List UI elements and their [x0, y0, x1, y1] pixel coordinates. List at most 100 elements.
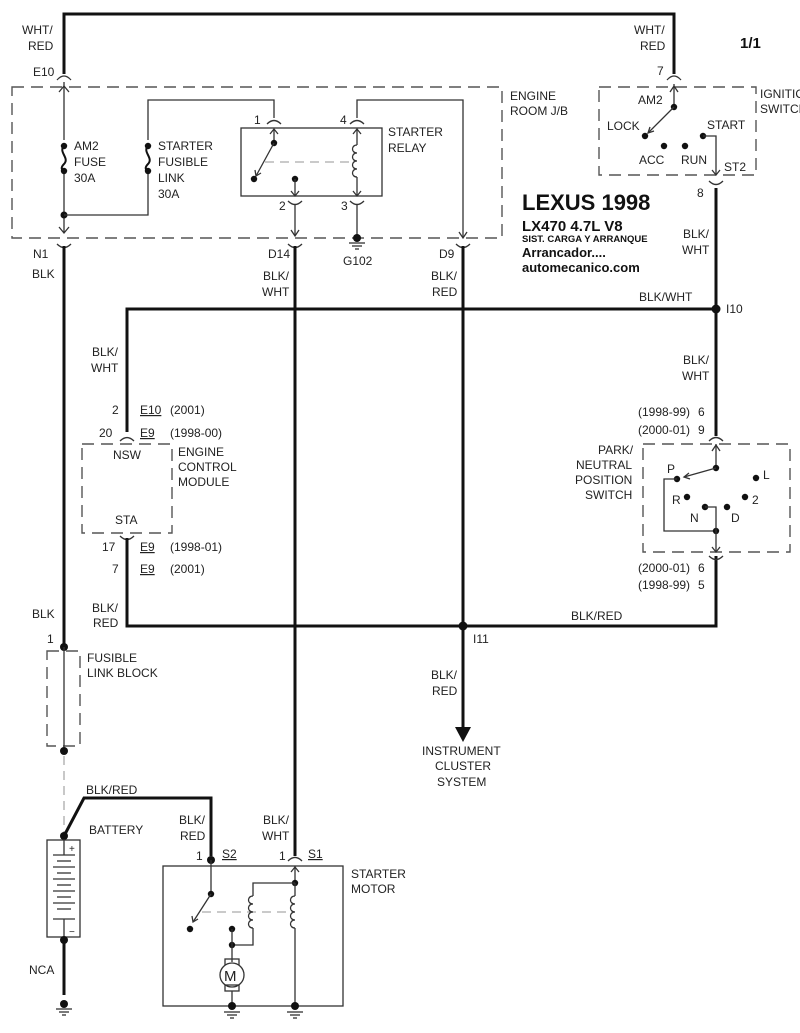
pnp-pin-6-a: 6 — [698, 405, 705, 419]
pnp-pos-d: D — [731, 511, 740, 525]
arrow-down-icon — [455, 727, 471, 742]
starter-relay — [240, 99, 468, 240]
wire-label-blk-wht-d14-2: WHT — [262, 285, 290, 299]
fusible-link-block-label-2: LINK BLOCK — [87, 666, 158, 680]
pnp-years-1998-99-a: (1998-99) — [638, 405, 690, 419]
pnp-years-2000-01-b: (2000-01) — [638, 561, 690, 575]
ecm-label-3: MODULE — [178, 475, 229, 489]
starter-motor-label-2: MOTOR — [351, 882, 396, 896]
battery-label: BATTERY — [89, 823, 143, 837]
connector-e10-symbol — [56, 75, 72, 81]
wire-label-blk-2: BLK — [32, 607, 55, 621]
engine-room-jb-box — [11, 86, 503, 239]
wire-label-wht-red-left-1: WHT/ — [22, 23, 53, 37]
pnp-pos-n: N — [690, 511, 699, 525]
title-site: automecanico.com — [522, 260, 640, 275]
ecm-pin-7: 7 — [112, 562, 119, 576]
connector-e10-label: E10 — [33, 65, 55, 79]
wire-label-blk-wht-d14-1: BLK/ — [263, 269, 290, 283]
ign-pos-am2: AM2 — [638, 93, 663, 107]
ignition-switch-box — [598, 86, 757, 176]
fusible-link-block-label-1: FUSIBLE — [87, 651, 137, 665]
s2-pin-1: 1 — [196, 849, 203, 863]
starter-motor-label-1: STARTER — [351, 867, 406, 881]
wire-label-blk-red-sta-2: RED — [93, 616, 119, 630]
ground-g102-label: G102 — [343, 254, 373, 268]
pnp-years-2000-01-a: (2000-01) — [638, 423, 690, 437]
wire-label-blk-wht-s1-2: WHT — [262, 829, 290, 843]
motor-m-icon: M — [224, 968, 237, 985]
starter-fusible-link-icon — [144, 140, 152, 175]
wire-blk-wht-i10-ecm — [125, 307, 716, 432]
coil-ground-icon — [287, 1002, 303, 1019]
pnp-pin-6-b: 6 — [698, 561, 705, 575]
pnp-pos-2: 2 — [752, 493, 759, 507]
pnp-pos-l: L — [763, 468, 770, 482]
ecm-pin-nsw: NSW — [113, 448, 142, 462]
am2-fuse-icon — [60, 140, 68, 175]
relay-pin-3: 3 — [341, 199, 348, 213]
wire-label-blk-red-ic-1: BLK/ — [431, 668, 458, 682]
ecm-box — [81, 443, 173, 534]
wire-wht-red-top — [62, 12, 676, 74]
pnp-pos-r: R — [672, 493, 681, 507]
ignition-connector-top — [666, 75, 682, 81]
starter-motor-box — [162, 865, 344, 1007]
starter-relay-label-2: RELAY — [388, 141, 426, 155]
ecm-label-1: ENGINE — [178, 445, 224, 459]
ign-pos-run: RUN — [681, 153, 707, 167]
am2-fuse-label-1: AM2 — [74, 139, 99, 153]
wire-label-blk-1: BLK — [32, 267, 55, 281]
pnp-label-4: SWITCH — [585, 488, 632, 502]
fusible-link-label-3: LINK — [158, 171, 185, 185]
connector-d9-label: D9 — [439, 247, 455, 261]
pnp-label-3: POSITION — [575, 473, 632, 487]
wire-label-blk-red-s2-1: BLK/ — [179, 813, 206, 827]
fusible-block-bottom-terminal — [60, 747, 68, 755]
fusible-block-pin-1: 1 — [47, 632, 54, 646]
title-make-year: LEXUS 1998 — [522, 190, 650, 215]
ecm-years-2001-b: (2001) — [170, 562, 205, 576]
ign-pos-acc: ACC — [639, 153, 665, 167]
wire-label-blk-wht-pnp-1: BLK/ — [683, 353, 710, 367]
battery-minus-sign: − — [69, 927, 75, 938]
ecm-conn-e10: E10 — [140, 403, 162, 417]
wire-label-blk-red-d9-1: BLK/ — [431, 269, 458, 283]
ecm-conn-e9-a: E9 — [140, 426, 155, 440]
ign-pos-start: START — [707, 118, 746, 132]
ecm-conn-e9-c: E9 — [140, 562, 155, 576]
splice-i10-label: I10 — [726, 302, 743, 316]
splice-i10 — [711, 304, 721, 314]
splice-i11 — [458, 621, 468, 631]
instrument-cluster-label-3: SYSTEM — [437, 775, 486, 789]
wire-blk-red-battery — [62, 796, 213, 856]
ecm-pin-2: 2 — [112, 403, 119, 417]
relay-pin-2: 2 — [279, 199, 286, 213]
ecm-conn-e9-b: E9 — [140, 540, 155, 554]
wire-label-blk-red-s2-2: RED — [180, 829, 206, 843]
s1-connector-symbol — [287, 856, 303, 862]
ecm-pin-sta: STA — [115, 513, 137, 527]
s1-pin-1: 1 — [279, 849, 286, 863]
instrument-cluster-label-1: INSTRUMENT — [422, 744, 501, 758]
ign-pos-st2: ST2 — [724, 160, 746, 174]
page-indicator: 1/1 — [740, 35, 761, 52]
wire-label-blk-wht-pnp-2: WHT — [682, 369, 710, 383]
wire-label-blk-red-inline: BLK/RED — [571, 609, 623, 623]
pnp-pin-9: 9 — [698, 423, 705, 437]
battery-positive-terminal — [60, 832, 68, 840]
title-section: Arrancador.... — [522, 245, 606, 260]
wire-label-blk-wht-ecm-2: WHT — [91, 361, 119, 375]
ignition-switch-label-2: SWITCH — [760, 102, 800, 116]
ignition-switch-symbol — [641, 84, 721, 177]
wire-label-blk-red-sta-1: BLK/ — [92, 601, 119, 615]
wire-label-blk-wht-inline: BLK/WHT — [639, 290, 693, 304]
pnp-switch-symbol — [663, 443, 760, 554]
wire-label-wht-red-right-2: RED — [640, 39, 666, 53]
pnp-years-1998-99-b: (1998-99) — [638, 578, 690, 592]
wire-label-wht-red-right-1: WHT/ — [634, 23, 665, 37]
ecm-years-1998-00: (1998-00) — [170, 426, 222, 440]
wire-blk-red-sta-pnp — [125, 538, 718, 628]
ignition-pin-8: 8 — [697, 186, 704, 200]
